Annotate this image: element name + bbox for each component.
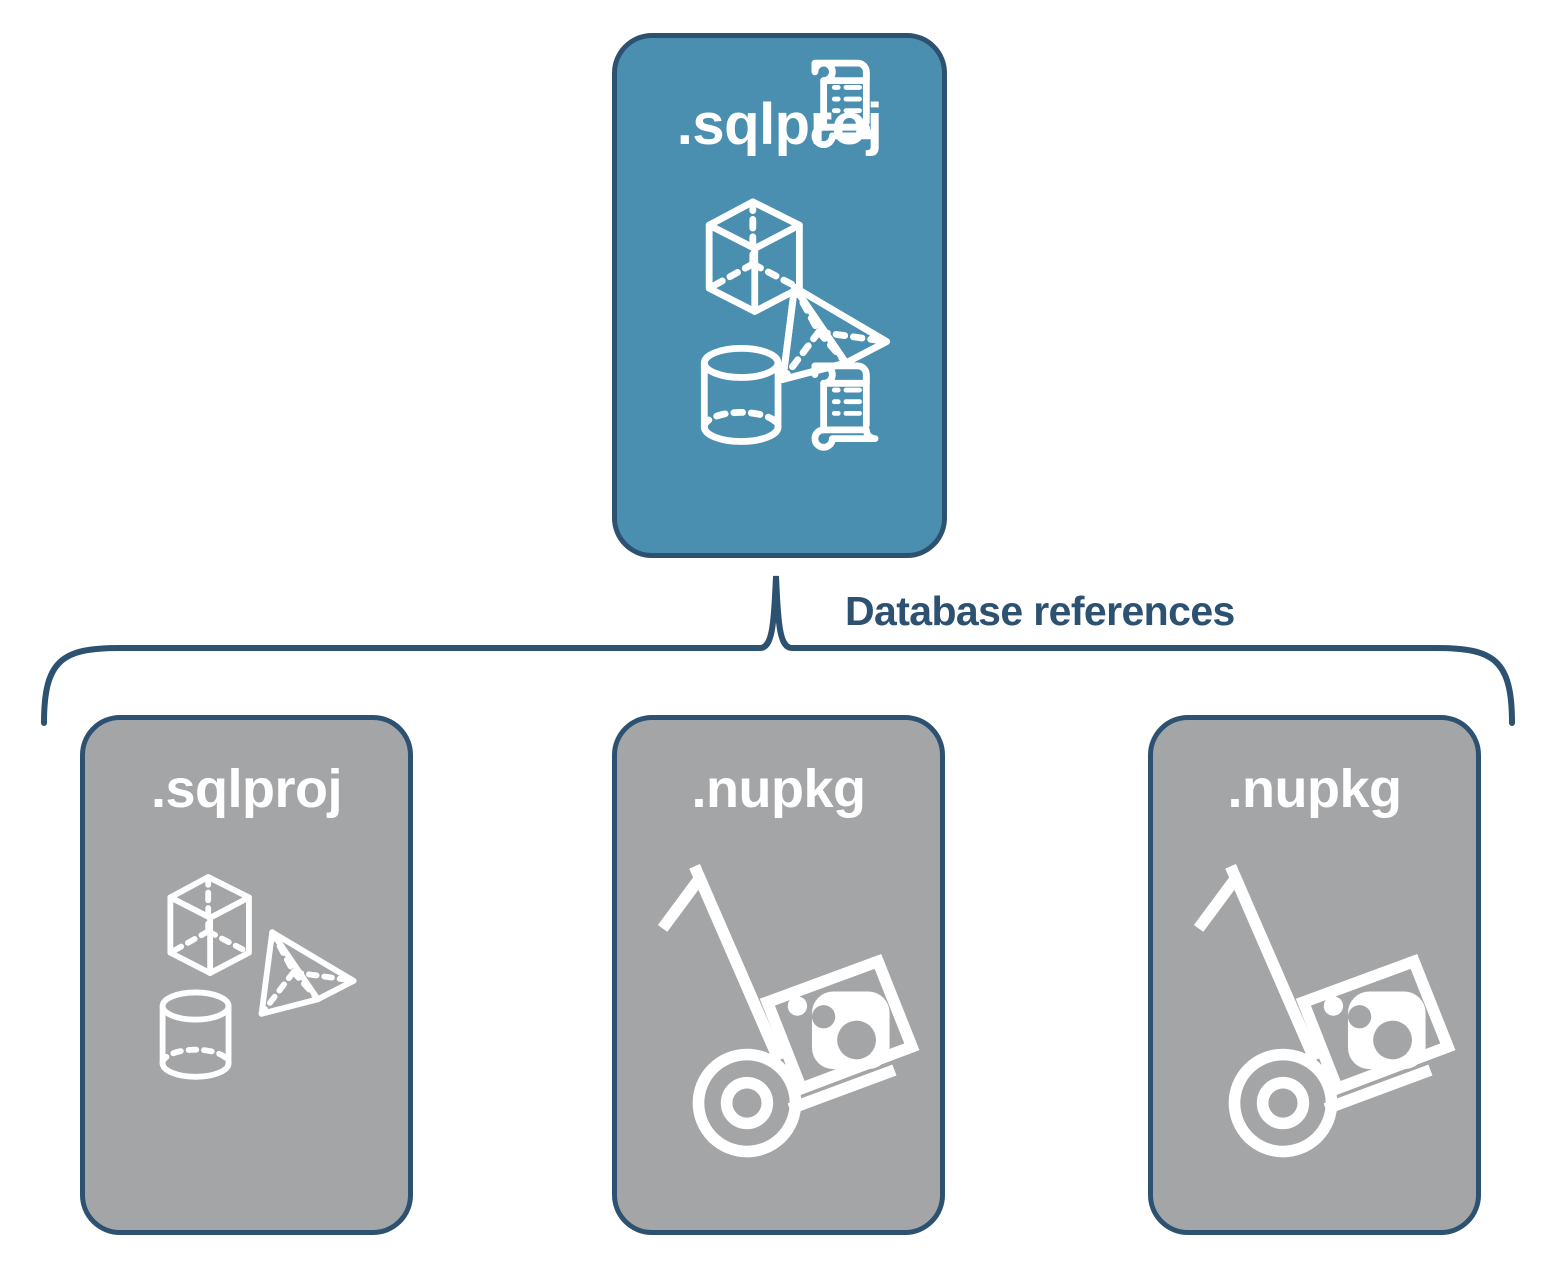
- pyramid-icon: [258, 929, 357, 1017]
- nuget-hand-truck-icon: [1193, 864, 1456, 1158]
- card-bottom-nupkg-2-title: .nupkg: [1227, 759, 1402, 819]
- card-top-sqlproj[interactable]: .sqlproj: [612, 33, 947, 558]
- nuget-package-logo-cutouts: [811, 1005, 876, 1060]
- nuget-hand-truck-icon: [657, 864, 920, 1158]
- card-bottom-nupkg-2[interactable]: .nupkg: [1148, 715, 1481, 1235]
- card-bottom-sqlproj[interactable]: .sqlproj: [80, 715, 413, 1235]
- cube-icon: [705, 198, 803, 315]
- cube-icon: [167, 874, 252, 976]
- cylinder-icon: [700, 344, 782, 445]
- nuget-package-logo: [787, 991, 890, 1070]
- pyramid-icon-body: [779, 283, 891, 383]
- nuget-package-logo: [1323, 991, 1426, 1070]
- nuget-package-logo-cutouts: [1347, 1005, 1412, 1060]
- bracket-label-database-references: Database references: [845, 588, 1235, 634]
- script-scroll-icon: [811, 362, 879, 451]
- card-top-sqlproj-title: .sqlproj: [676, 92, 883, 157]
- card-bottom-nupkg-1-title: .nupkg: [691, 759, 866, 819]
- pyramid-icon: [779, 283, 850, 383]
- cylinder-icon: [159, 989, 232, 1080]
- card-bottom-nupkg-1[interactable]: .nupkg: [612, 715, 945, 1235]
- card-bottom-sqlproj-title: .sqlproj: [150, 759, 343, 819]
